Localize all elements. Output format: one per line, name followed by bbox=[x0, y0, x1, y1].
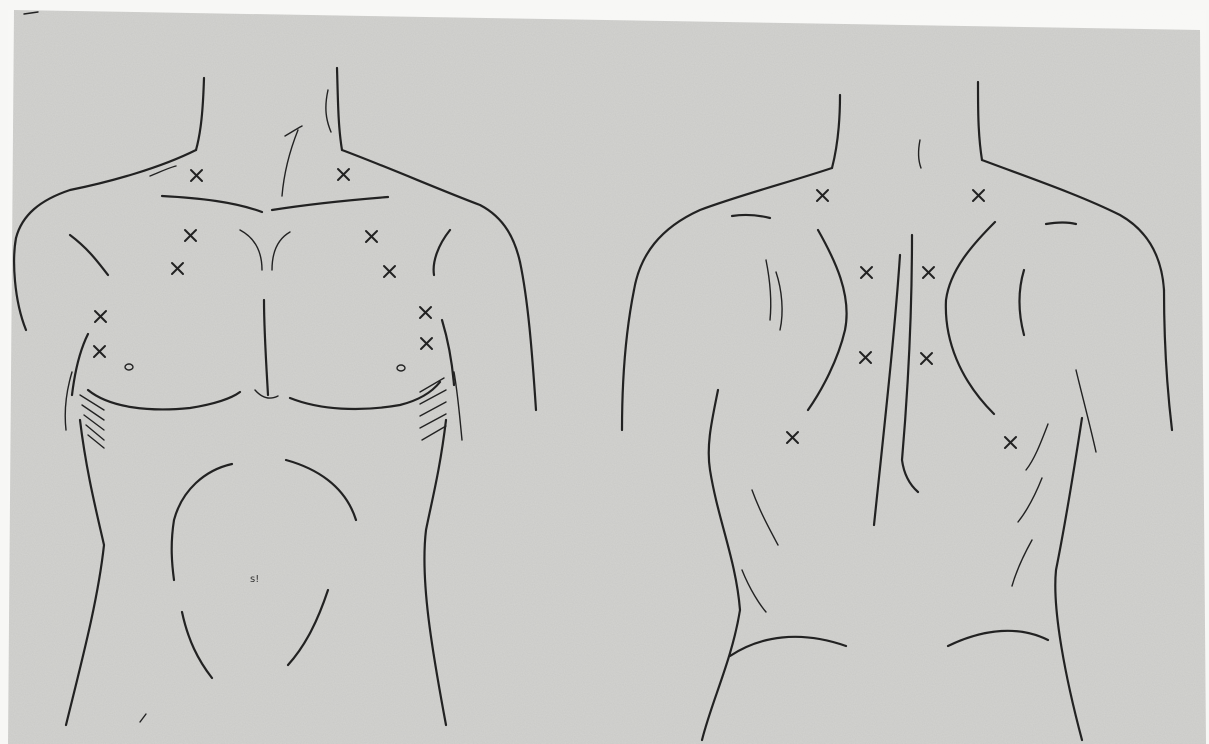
navel-label: s! bbox=[250, 574, 259, 585]
